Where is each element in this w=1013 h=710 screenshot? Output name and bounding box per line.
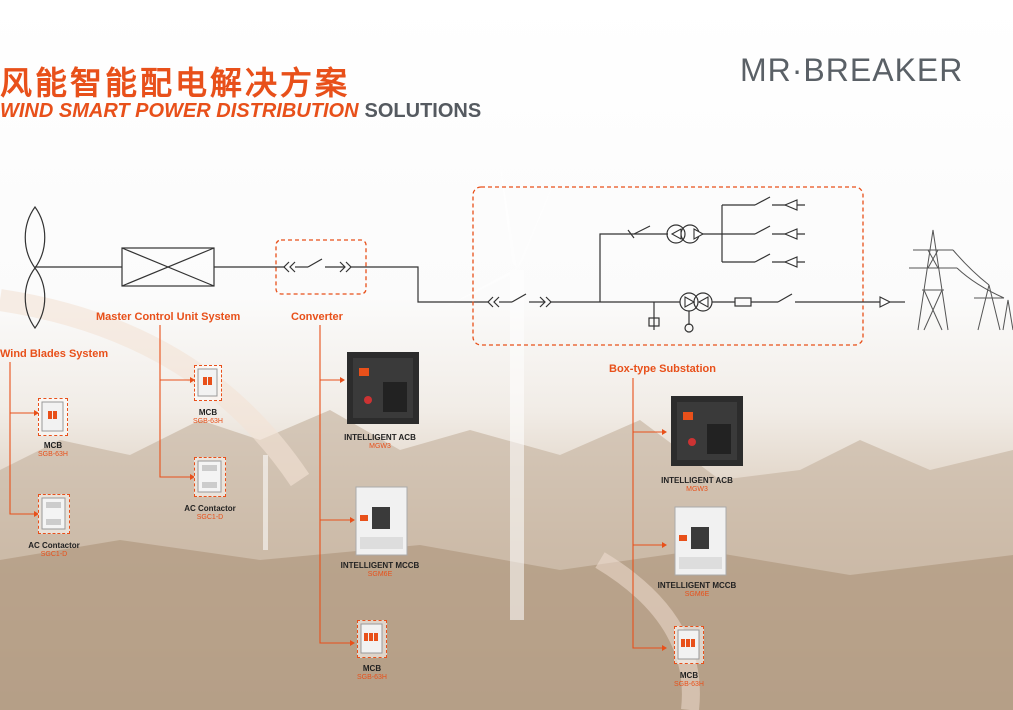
product-name: INTELLIGENT MCCB [340,561,420,570]
product-name: INTELLIGENT MCCB [657,581,737,590]
hills-foreground [0,540,1013,710]
title-en-highlight: WIND SMART POWER DISTRIBUTION [0,100,359,122]
section-master-control: Master Control Unit System [96,311,241,323]
product-image-intelligent-acb [667,392,747,470]
product-image-mcb [194,365,222,401]
wind-blade-symbol [24,205,46,330]
product-image-intelligent-mccb [673,505,728,577]
wind-turbine-background [263,150,555,620]
arrow-heads [670,199,892,308]
product-image-ac-contactor [38,494,70,534]
product-name: INTELLIGENT ACB [661,476,733,485]
master-control-box [121,247,215,287]
product-model: SGB-63H [357,674,387,681]
section-converter: Converter [291,311,343,323]
product-model: SGM6E [684,591,710,598]
title-en-rest: SOLUTIONS [364,100,482,122]
product-model: SGB-63H [674,681,704,688]
decorative-arc [0,289,310,487]
section-wind-blades: Wind Blades System [0,348,109,360]
page-title-cn: 风能智能配电解决方案 [0,65,351,101]
transmission-tower-icon [909,229,1013,331]
product-model: MGW3 [369,443,391,450]
product-image-intelligent-mccb [354,485,409,557]
substation-switch [487,196,880,333]
product-model: SGC1-D [40,551,68,558]
product-image-intelligent-acb [343,348,423,428]
product-name: MCB [362,664,382,673]
product-model: SGB-63H [38,451,68,458]
decorative-arc-2 [595,552,700,710]
product-image-ac-contactor [194,457,226,497]
product-image-mcb [674,626,704,664]
product-name: AC Contactor [184,504,236,513]
product-name: MCB [679,671,699,680]
product-name: MCB [43,441,63,450]
converter-switch [283,258,352,273]
product-name: AC Contactor [28,541,80,550]
connector-arrows [34,377,667,651]
product-name: MCB [198,408,218,417]
product-image-mcb [38,398,68,436]
section-box-substation: Box-type Substation [609,363,716,375]
product-model: SGC1-D [196,514,224,521]
product-model: MGW3 [686,486,708,493]
product-model: SGM6E [367,571,393,578]
brand-logo: MR·BREAKER [740,52,964,88]
product-model: SGB-63H [193,418,223,425]
product-connectors [9,325,662,649]
product-name: INTELLIGENT ACB [344,433,416,442]
substation-box [472,186,864,346]
converter-box [275,239,367,295]
product-image-mcb [357,620,387,658]
